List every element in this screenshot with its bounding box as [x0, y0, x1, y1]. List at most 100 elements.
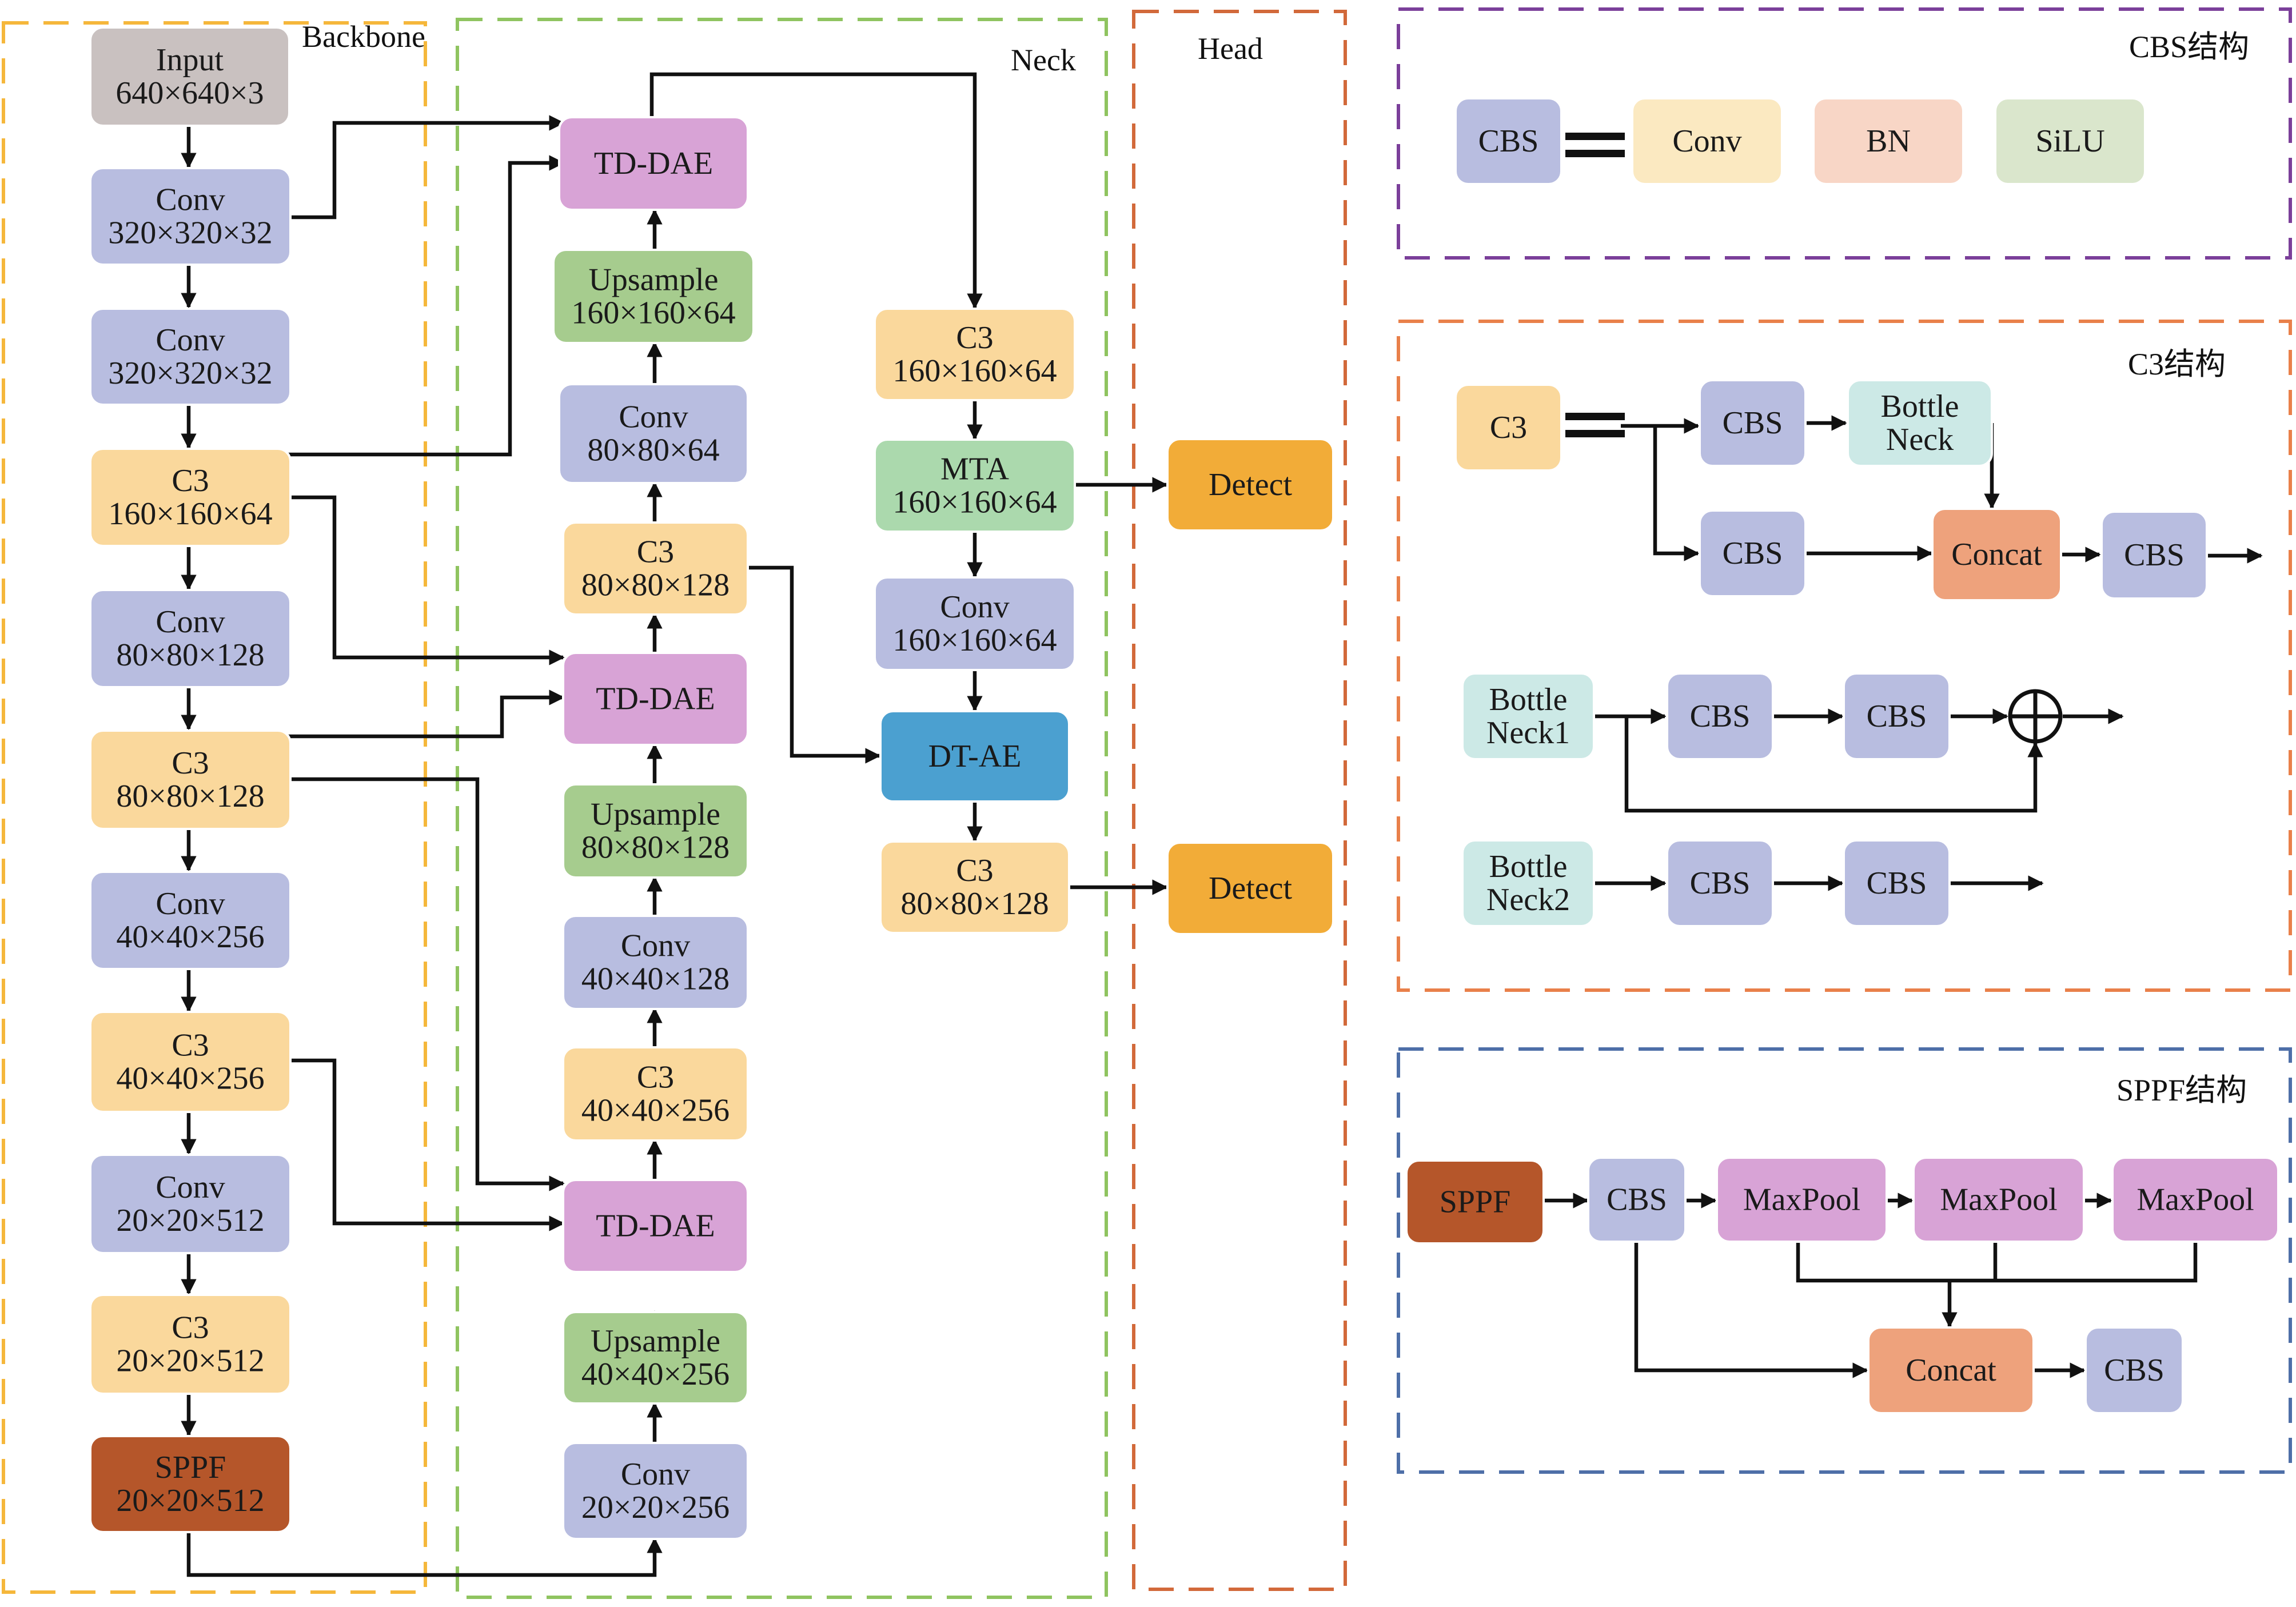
edge-c3s-branch2	[1653, 426, 1700, 561]
cbs-struct-silu-block-label: SiLU	[2035, 123, 2104, 159]
c3-struct-cbs-block-shape	[1699, 509, 1807, 597]
neck-conv-block-shape-text: 160×160×64	[892, 623, 1057, 658]
c3-struct-c3-block-label: C3	[1490, 410, 1527, 445]
backbone-input-block-shape-text: 640×640×3	[115, 75, 264, 111]
backbone-conv-block-shape-text: 20×20×512	[116, 1203, 264, 1238]
neck-upsample-block-label: Upsample	[591, 797, 720, 832]
backbone-c3-block-label: C3	[172, 463, 209, 499]
backbone-input-block-label: Input	[156, 42, 224, 78]
backbone-conv-block-label: Conv	[156, 886, 225, 922]
backbone-conv-block-shape-text: 80×80×128	[116, 637, 264, 673]
neck-region	[456, 18, 1108, 1599]
cbs-struct-cbs-block: CBS	[1454, 97, 1562, 185]
sppf-structure-label: SPPF结构	[2116, 1073, 2247, 1107]
edge-c3c-tddae3	[290, 1058, 565, 1231]
cbs-structure-region	[1397, 7, 2292, 260]
cbs-struct-cbs-block-shape	[1454, 97, 1562, 185]
backbone-c3-block-shape-text: 160×160×64	[108, 496, 272, 532]
bottleneck2-cbs-block-label: CBS	[1867, 866, 1927, 901]
neck-dt-ae-block-shape	[879, 710, 1070, 803]
neck-conv-block-shape-text: 40×40×128	[581, 962, 730, 997]
sppf-struct-maxpool-block-label: MaxPool	[1940, 1182, 2057, 1218]
cbs-struct-silu-block-shape	[1994, 97, 2146, 185]
c3-structure-label: C3结构	[2128, 347, 2226, 381]
sppf-struct-cbs-block-label: CBS	[2104, 1353, 2165, 1388]
neck-c3-block-label: C3	[956, 853, 993, 888]
sppf-struct-maxpool-block-shape	[2111, 1157, 2279, 1243]
neck-td-dae-block-shape	[558, 116, 749, 211]
sppf-struct-concat-block: Concat	[1867, 1326, 2035, 1414]
neck-dt-ae-block-label: DT-AE	[928, 739, 1022, 774]
bottleneck2-label-block-label: Bottle	[1489, 849, 1568, 884]
neck-c3-block-shape-text: 160×160×64	[892, 353, 1057, 389]
bottleneck1-label-block-shape-text: Neck1	[1486, 715, 1570, 751]
backbone-conv-block-label: Conv	[156, 322, 225, 358]
neck-upsample-block-shape	[552, 249, 755, 344]
backbone-conv-block-shape	[89, 589, 292, 688]
backbone-conv-block-shape-text: 40×40×256	[116, 919, 264, 955]
c3-struct-cbs-block-label: CBS	[1723, 536, 1783, 571]
cbs-struct-bn-block: BN	[1812, 97, 1964, 185]
neck-c3-block-shape	[874, 308, 1076, 401]
edge-bn1-residual	[1624, 716, 2043, 813]
bottleneck2-cbs-block: CBS	[1843, 839, 1951, 927]
neck-td-dae-block-label: TD-DAE	[596, 1209, 715, 1244]
c3-struct-c3-block: C3	[1454, 384, 1562, 472]
neck-c3-block-shape	[562, 521, 749, 616]
sppf-struct-sppf-block-label: SPPF	[1440, 1185, 1511, 1220]
backbone-c3-block-shape-text: 20×20×512	[116, 1343, 264, 1379]
neck-upsample-block-label: Upsample	[591, 1323, 720, 1359]
bottleneck2-cbs-block-label: CBS	[1690, 866, 1751, 901]
cbs-struct-bn-block-shape	[1812, 97, 1964, 185]
edge-tddae1-c3top	[649, 72, 983, 309]
neck-td-dae-block: TD-DAE	[562, 652, 749, 746]
edge-c3b-tddae3	[290, 777, 565, 1191]
bottleneck1-cbs-block: CBS	[1666, 672, 1774, 760]
head-detect-block-label: Detect	[1209, 871, 1293, 906]
edge-c3-tddae2	[290, 495, 565, 665]
backbone-conv-block-shape	[89, 308, 292, 406]
head-detect-block: Detect	[1166, 438, 1334, 532]
backbone-c3-block-label: C3	[172, 745, 209, 781]
c3-struct-cbs-block: CBS	[1699, 509, 1807, 597]
bottleneck1-cbs-block-shape	[1843, 672, 1951, 760]
sppf-struct-maxpool-block-shape	[1716, 1157, 1888, 1243]
cbs-struct-silu-block: SiLU	[1994, 97, 2146, 185]
backbone-sppf-block-label: SPPF	[155, 1450, 226, 1485]
edge-c3b-tddae2	[280, 689, 565, 739]
sppf-struct-concat-block-label: Concat	[1906, 1353, 1996, 1388]
bottleneck2-label-block-shape	[1461, 839, 1595, 927]
neck-conv-block-shape	[558, 383, 749, 484]
neck-conv-block-shape	[562, 1442, 749, 1540]
sppf-struct-maxpool-block: MaxPool	[2111, 1157, 2279, 1243]
head-region	[1132, 10, 1347, 1591]
neck-label: Neck	[1011, 43, 1076, 77]
c3-struct-cbs-block: CBS	[2100, 511, 2208, 600]
backbone-conv-block-shape-text: 320×320×32	[108, 216, 272, 251]
c3-struct-cbs-block-label: CBS	[2124, 537, 2185, 573]
backbone-c3-block-label: C3	[172, 1028, 209, 1063]
backbone-sppf-block-shape-text: 20×20×512	[116, 1483, 264, 1518]
sppf-struct-cbs-block: CBS	[1587, 1157, 1687, 1243]
neck-conv-block-shape-text: 20×20×256	[581, 1490, 730, 1525]
neck-td-dae-block-shape	[562, 1179, 749, 1273]
c3-struct-c3-block-shape	[1454, 384, 1562, 472]
backbone-c3-block-shape-text: 80×80×128	[116, 779, 264, 814]
bottleneck2-cbs-block-shape	[1666, 839, 1774, 927]
sppf-struct-concat-block-shape	[1867, 1326, 2035, 1414]
neck-mta-block-label: MTA	[940, 452, 1010, 487]
neck-mta-block-shape-text: 160×160×64	[892, 485, 1057, 520]
neck-upsample-block-shape	[562, 1311, 749, 1405]
cbs-structure-label: CBS结构	[2129, 30, 2249, 64]
